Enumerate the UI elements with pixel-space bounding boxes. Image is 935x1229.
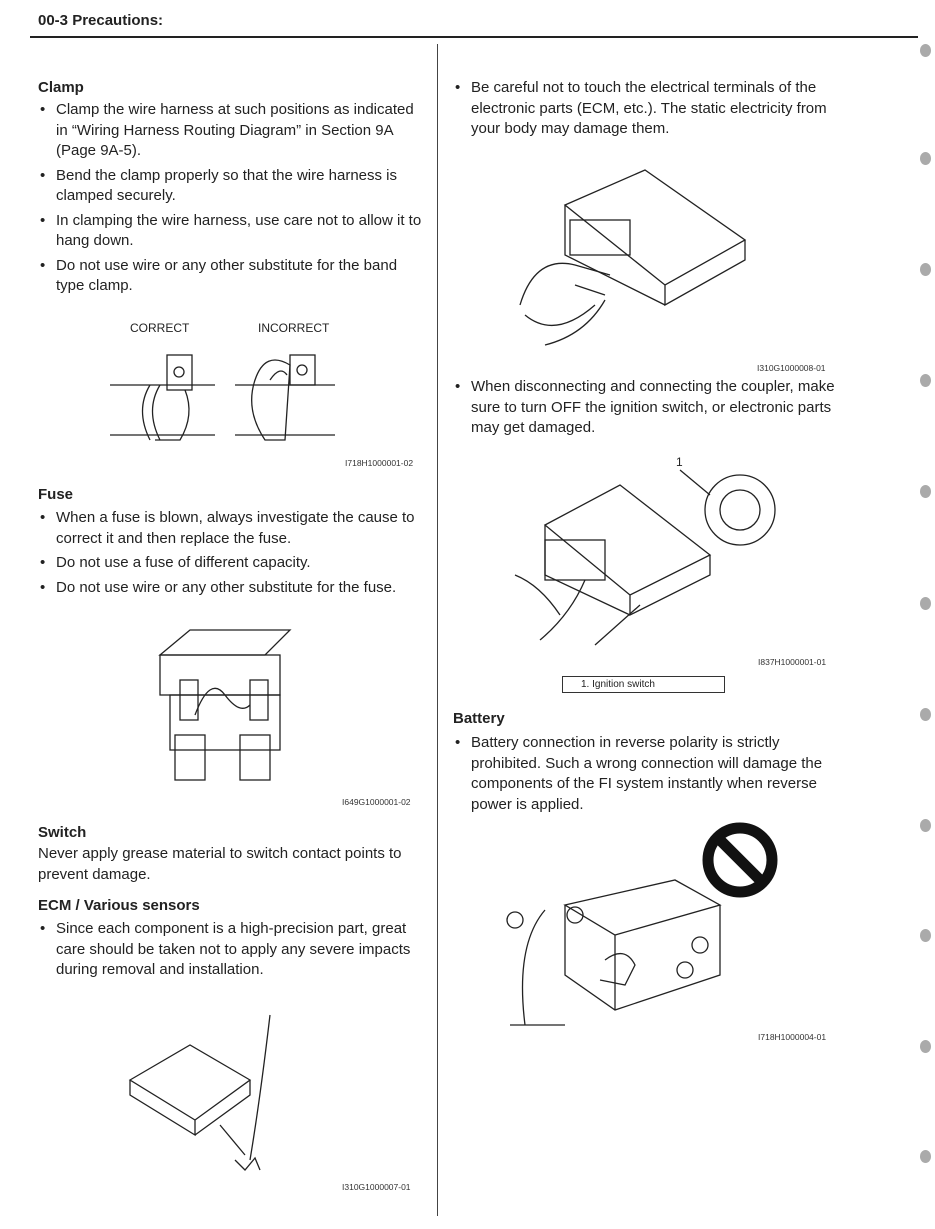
- list-item: Be careful not to touch the electrical t…: [453, 78, 838, 140]
- figure-id: I718H1000001-02: [345, 458, 414, 468]
- punch-hole: [920, 819, 931, 832]
- ecm-list: Since each component is a high-precision…: [38, 919, 423, 985]
- ecm-touch-list: Be careful not to touch the electrical t…: [453, 78, 838, 144]
- punch-hole: [920, 44, 931, 57]
- list-item: Do not use wire or any other substitute …: [38, 578, 423, 599]
- clamp-heading: Clamp: [38, 79, 84, 96]
- correct-label: CORRECT: [130, 321, 190, 335]
- clamp-list: Clamp the wire harness at such positions…: [38, 100, 423, 301]
- callout-number: 1: [676, 455, 683, 469]
- figure-id: I310G1000008-01: [757, 363, 826, 373]
- incorrect-label: INCORRECT: [258, 321, 330, 335]
- list-item: When a fuse is blown, always investigate…: [38, 508, 423, 549]
- battery-heading: Battery: [453, 710, 505, 727]
- list-item: Clamp the wire harness at such positions…: [38, 100, 423, 162]
- page-header: 00-3 Precautions:: [38, 12, 164, 29]
- punch-hole: [920, 263, 931, 276]
- punch-hole: [920, 929, 931, 942]
- fuse-list: When a fuse is blown, always investigate…: [38, 508, 423, 602]
- list-item: Battery connection in reverse polarity i…: [453, 733, 838, 815]
- list-item: Since each component is a high-precision…: [38, 919, 423, 981]
- list-item: When disconnecting and connecting the co…: [453, 377, 838, 439]
- ecm-touch-illustration: [519, 169, 747, 346]
- list-item: Do not use a fuse of different capacity.: [38, 553, 423, 574]
- ecm-heading: ECM / Various sensors: [38, 897, 200, 914]
- figure-id: I718H1000004-01: [758, 1032, 827, 1042]
- punch-hole: [920, 1150, 931, 1163]
- list-item: In clamping the wire harness, use care n…: [38, 211, 423, 252]
- fuse-heading: Fuse: [38, 486, 74, 503]
- battery-list: Battery connection in reverse polarity i…: [453, 733, 838, 819]
- clamp-illustration: [110, 354, 335, 441]
- figure-legend: 1. Ignition switch: [562, 676, 725, 693]
- header-rule: [30, 36, 918, 38]
- punch-hole: [920, 485, 931, 498]
- punch-hole: [920, 597, 931, 610]
- ecm-drop-illustration: [128, 1014, 271, 1171]
- switch-heading: Switch: [38, 824, 87, 841]
- figure-id: I837H1000001-01: [758, 657, 827, 667]
- legend-text: 1. Ignition switch: [581, 679, 655, 690]
- prohibited-icon: [702, 822, 778, 898]
- list-item: Do not use wire or any other substitute …: [38, 256, 423, 297]
- figure-id: I649G1000001-02: [342, 797, 411, 807]
- figure-id: I310G1000007-01: [342, 1182, 411, 1192]
- coupler-list: When disconnecting and connecting the co…: [453, 377, 838, 443]
- fuse-illustration: [158, 629, 292, 781]
- column-divider: [437, 44, 438, 1216]
- punch-hole: [920, 708, 931, 721]
- ignition-switch-illustration: [514, 469, 776, 646]
- punch-hole: [920, 374, 931, 387]
- punch-hole: [920, 152, 931, 165]
- battery-illustration: [506, 879, 722, 1026]
- switch-text: Never apply grease material to switch co…: [38, 845, 402, 883]
- list-item: Bend the clamp properly so that the wire…: [38, 166, 423, 207]
- punch-hole: [920, 1040, 931, 1053]
